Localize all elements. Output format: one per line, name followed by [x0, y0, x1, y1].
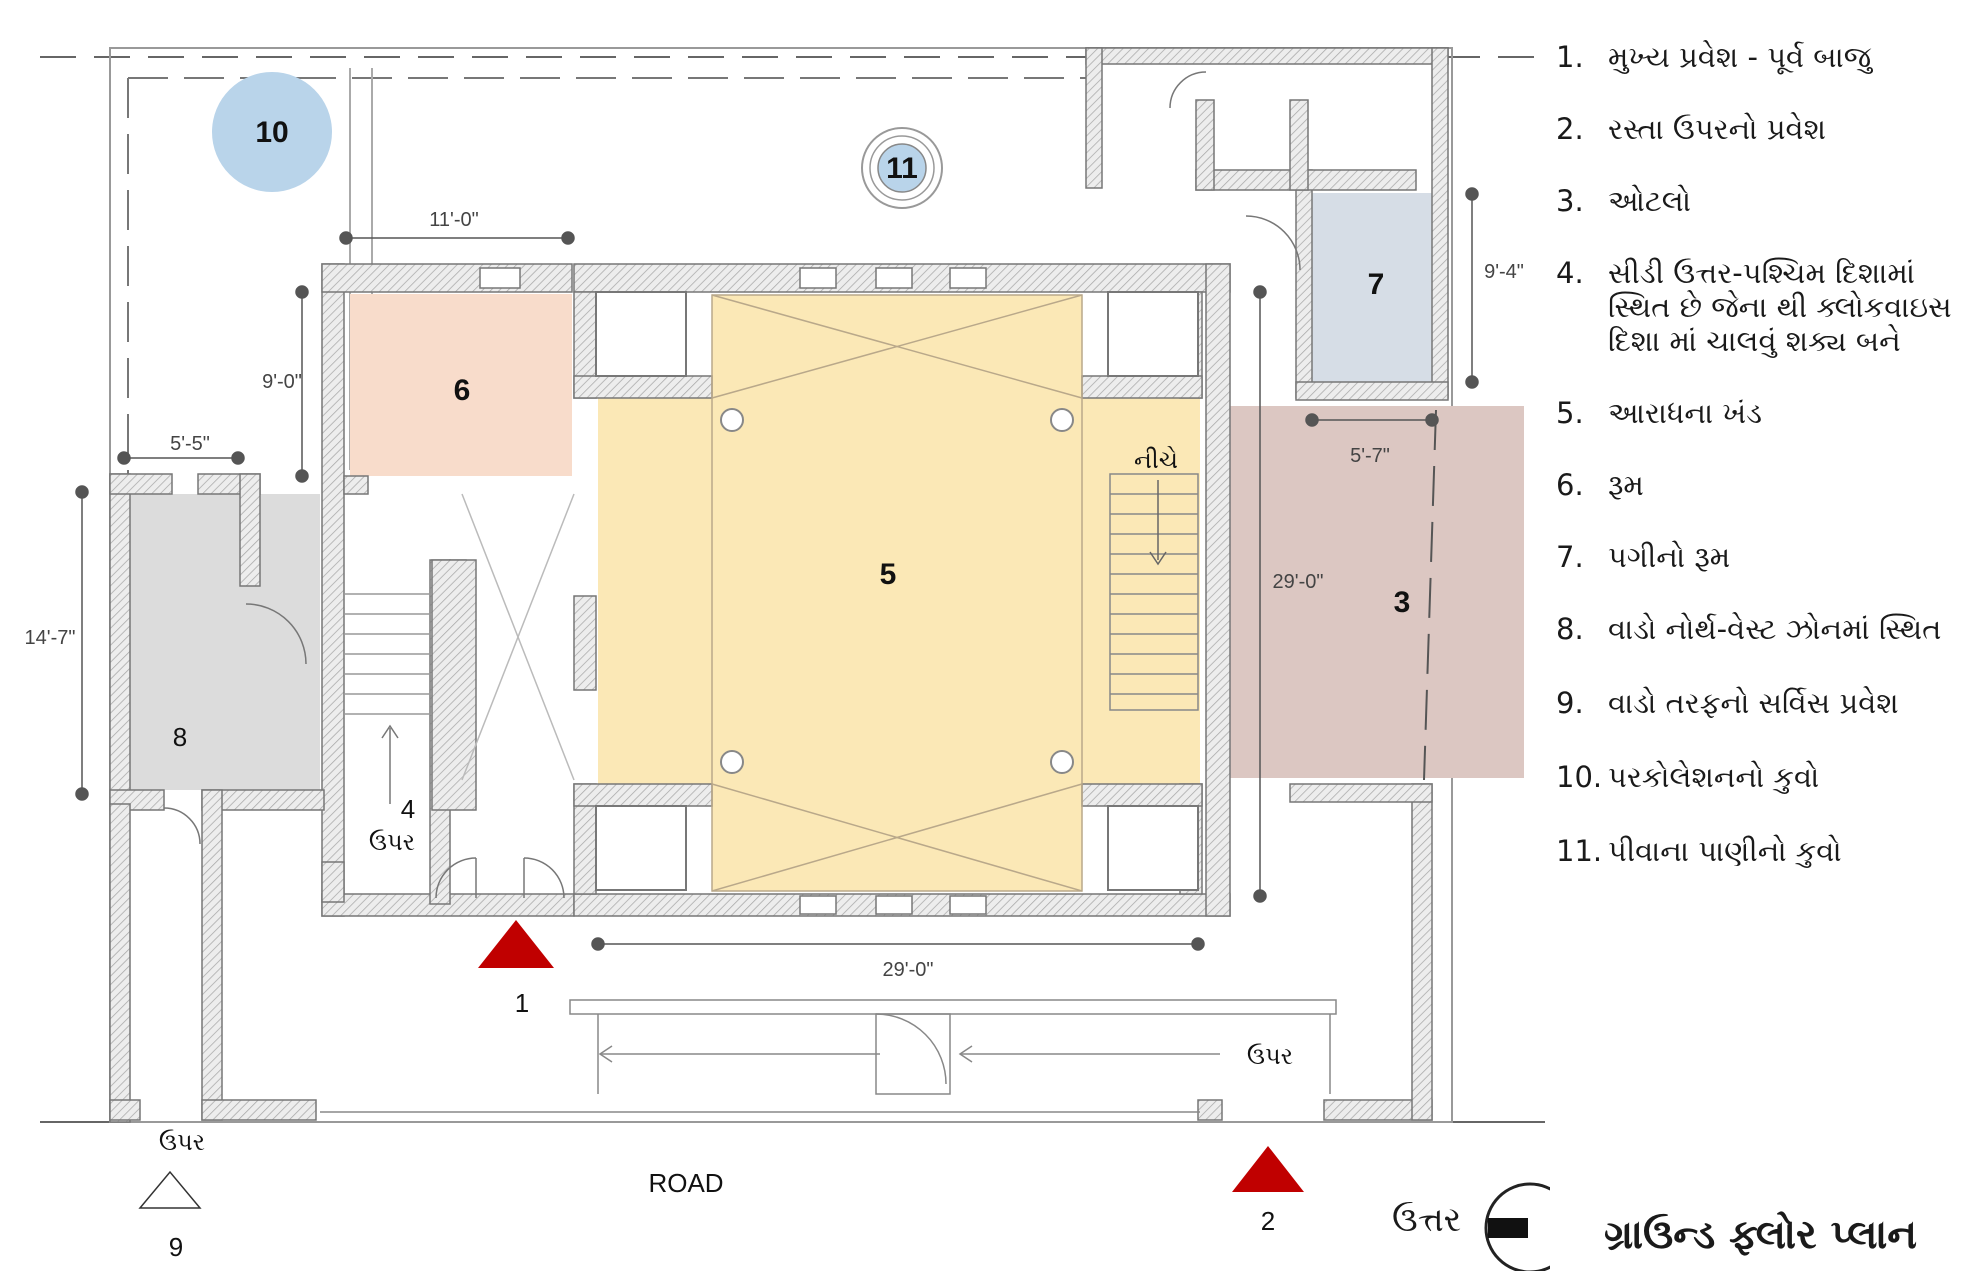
- room-8-walls: [109, 473, 325, 1123]
- legend-item-6: 6. રૂમ: [1556, 468, 1976, 540]
- annotation-down: નીચે: [1134, 446, 1178, 474]
- windows: [479, 267, 987, 915]
- legend-num: 4.: [1556, 256, 1584, 290]
- legend-item-2: 2. રસ્તા ઉપરનો પ્રવેશ: [1556, 112, 1976, 184]
- legend-item-1: 1. મુખ્ય પ્રવેશ - પૂર્વ બાજુ: [1556, 40, 1976, 112]
- room-label-11: 11: [886, 152, 918, 185]
- room-label-6: 6: [454, 374, 471, 407]
- legend-text: ઓટલો: [1608, 184, 1691, 218]
- legend-num: 3.: [1556, 184, 1584, 218]
- dim-5-7: 5'-7": [1350, 445, 1390, 467]
- stair-down: [1109, 473, 1199, 711]
- legend-text: પરકોલેશનનો કુવો: [1608, 760, 1820, 794]
- annotation-up-service: ઉપર: [159, 1128, 205, 1156]
- legend-text: વાડો તરફનો સર્વિસ પ્રવેશ: [1608, 686, 1899, 720]
- entrance-1-triangle-icon: [478, 920, 554, 968]
- legend-item-8: 8. વાડો નોર્થ-વેસ્ટ ઝોનમાં સ્થિત: [1556, 612, 1976, 686]
- room-5-core: [712, 295, 1082, 891]
- room-label-10: 10: [255, 116, 288, 149]
- legend-text: વાડો નોર્થ-વેસ્ટ ઝોનમાં સ્થિત: [1608, 612, 1942, 646]
- room-label-7: 7: [1368, 268, 1385, 301]
- entrance-label-1: 1: [515, 988, 529, 1018]
- legend-num: 6.: [1556, 468, 1584, 502]
- legend-text: સીડી ઉત્તર-પશ્ચિમ દિશામાં સ્થિત છે જેના …: [1608, 256, 1952, 358]
- legend-text: રૂમ: [1608, 468, 1644, 502]
- room-7: [1310, 193, 1434, 383]
- room-label-4: 4: [401, 794, 415, 824]
- ground-floor-plan: 10 11 6 7 5 3 8 4 1 2 9 ROAD 11'-0" 9'-0…: [25, 47, 1550, 1271]
- legend-num: 1.: [1556, 40, 1584, 74]
- dim-9-0: 9'-0": [262, 371, 302, 393]
- room-8: [130, 494, 320, 790]
- legend-num: 10.: [1556, 760, 1603, 794]
- north-label: ઉત્તર: [1392, 1200, 1462, 1240]
- dim-14-7: 14'-7": [25, 627, 76, 649]
- columns: [720, 408, 1074, 774]
- entrance-label-2: 2: [1261, 1206, 1275, 1236]
- corner-niches: [595, 291, 1199, 891]
- legend-num: 7.: [1556, 540, 1584, 574]
- legend-item-4: 4. સીડી ઉત્તર-પશ્ચિમ દિશામાં સ્થિત છે જે…: [1556, 256, 1976, 396]
- legend-num: 9.: [1556, 686, 1584, 720]
- legend-item-3: 3. ઓટલો: [1556, 184, 1976, 256]
- entrance-2-triangle-icon: [1232, 1146, 1304, 1192]
- room-label-8: 8: [173, 722, 187, 752]
- entrance-label-9: 9: [169, 1232, 183, 1262]
- ramp: [320, 999, 1337, 1113]
- compound-walls: [109, 783, 1433, 1121]
- legend-text: પીવાના પાણીનો કુવો: [1608, 834, 1842, 868]
- annotation-up-ramp: ઉપર: [1247, 1042, 1293, 1070]
- legend-text: મુખ્ય પ્રવેશ - પૂર્વ બાજુ: [1608, 40, 1872, 74]
- plan-title: ગ્રાઉન્ડ ફ્લોર પ્લાન: [1604, 1212, 1918, 1258]
- north-compass-icon: [1484, 1182, 1550, 1271]
- dim-9-4: 9'-4": [1484, 261, 1524, 283]
- legend-num: 8.: [1556, 612, 1584, 646]
- legend-item-5: 5. આરાધના ખંડ: [1556, 396, 1976, 468]
- legend-item-7: 7. પગીનો રૂમ: [1556, 540, 1976, 612]
- legend: 1. મુખ્ય પ્રવેશ - પૂર્વ બાજુ 2. રસ્તા ઉપ…: [1556, 40, 1976, 894]
- percolation-well: [212, 72, 332, 192]
- skylight-cross: [461, 294, 1083, 892]
- dim-5-5: 5'-5": [170, 433, 210, 455]
- legend-num: 2.: [1556, 112, 1584, 146]
- legend-item-9: 9. વાડો તરફનો સર્વિસ પ્રવેશ: [1556, 686, 1976, 760]
- drinking-water-well: [861, 127, 943, 209]
- legend-item-10: 10. પરકોલેશનનો કુવો: [1556, 760, 1976, 834]
- otlo-edge: [1423, 409, 1437, 781]
- dim-29-0-vertical: 29'-0": [1273, 571, 1324, 593]
- room-6: [350, 294, 572, 476]
- legend-num: 11.: [1556, 834, 1603, 868]
- legend-text: આરાધના ખંડ: [1608, 396, 1763, 430]
- road-label: ROAD: [648, 1168, 723, 1198]
- doors: [163, 71, 1301, 899]
- room-label-3: 3: [1394, 586, 1411, 619]
- annotation-up-stair: ઉપર: [369, 828, 415, 856]
- room-label-5: 5: [880, 558, 897, 591]
- dim-29-0-horizontal: 29'-0": [883, 959, 934, 981]
- room-7-walls: [1085, 47, 1449, 401]
- dim-11-0: 11'-0": [429, 209, 478, 231]
- entrance-9-triangle-icon: [138, 1170, 202, 1209]
- stair-up: [344, 593, 432, 804]
- room-3-otlo: [1228, 406, 1524, 778]
- legend-num: 5.: [1556, 396, 1584, 430]
- legend-text: રસ્તા ઉપરનો પ્રવેશ: [1608, 112, 1826, 146]
- legend-item-11: 11. પીવાના પાણીનો કુવો: [1556, 834, 1976, 894]
- dimension-lines: [75, 187, 1479, 951]
- legend-text: પગીનો રૂમ: [1608, 540, 1731, 574]
